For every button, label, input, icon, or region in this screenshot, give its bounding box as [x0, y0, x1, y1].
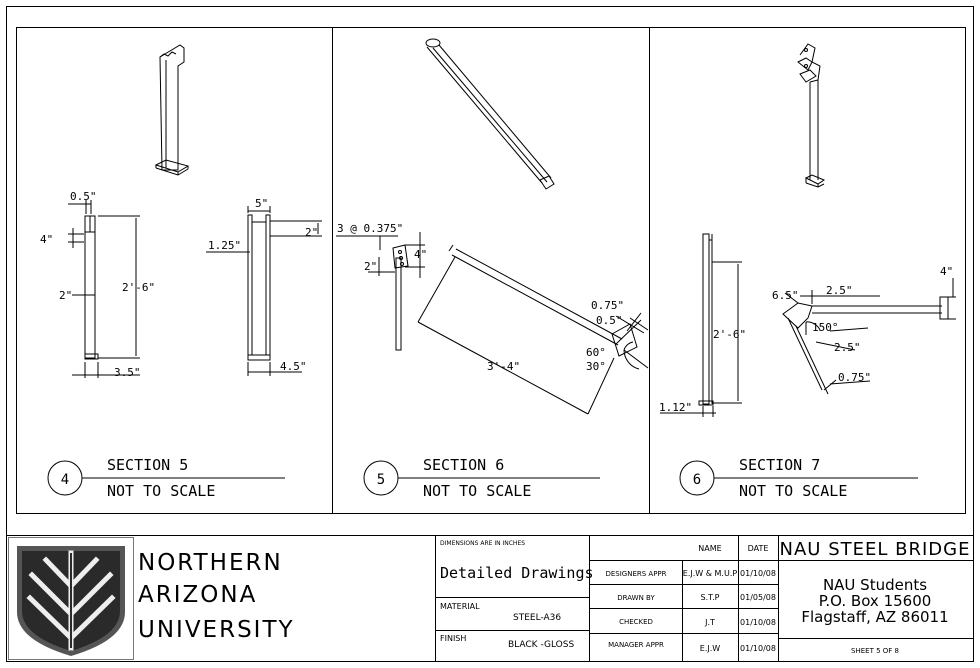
dim-label: 4" [940, 265, 953, 278]
section-title: SECTION 5 [107, 456, 188, 474]
dim-label: 2" [305, 226, 318, 239]
dim-label: 60° [586, 346, 606, 359]
dim-label: 6.5" [772, 289, 799, 302]
university-line: NORTHERN [138, 550, 283, 576]
diagonal-elevation [417, 244, 649, 415]
dim-label: 0.5" [70, 190, 97, 203]
material-value: STEEL-A36 [513, 613, 561, 623]
dim-label: 0.75" [591, 299, 624, 312]
title-block-text: NORTHERN ARIZONA UNIVERSITY DIMENSIONS A… [138, 539, 971, 655]
dim-label: 3 @ 0.375" [337, 222, 403, 235]
approval-role: DRAWN BY [617, 594, 655, 602]
sheet-number: SHEET 5 OF 8 [851, 647, 899, 655]
dim-label: 4.5" [280, 360, 307, 373]
section-panel-7 [660, 43, 956, 496]
dim-label: 2'-6" [713, 328, 746, 341]
section-panel-6 [336, 38, 649, 496]
dim-label: 150° [812, 321, 839, 334]
approval-date: 01/10/08 [740, 569, 776, 578]
drawing-frame [16, 27, 966, 514]
drawing-title: Detailed Drawings [440, 564, 594, 582]
elevation-post [660, 233, 742, 417]
university-line: ARIZONA [138, 582, 257, 608]
approval-date: 01/05/08 [740, 593, 776, 602]
column-header-date: DATE [748, 544, 769, 553]
bracket-detail [782, 278, 956, 395]
dim-label: 1.12" [659, 401, 692, 414]
approval-date: 01/10/08 [740, 618, 776, 627]
finish-label: FINISH [440, 634, 466, 643]
iso-diagonal [425, 38, 555, 190]
finish-value: BLACK -GLOSS [508, 640, 574, 650]
university-line: UNIVERSITY [138, 617, 295, 643]
section-title: SECTION 7 [739, 456, 820, 474]
approval-role: CHECKED [619, 618, 653, 626]
scale-note: NOT TO SCALE [423, 482, 531, 500]
address-line: Flagstaff, AZ 86011 [801, 608, 948, 626]
section-5-labels: 0.5" 4" 2" 2'-6" 3.5" 5" 2" 1.25" 4.5" 4… [40, 190, 318, 500]
dim-label: 2'-6" [122, 281, 155, 294]
dim-label: 0.75" [838, 371, 871, 384]
column-header-name: NAME [698, 544, 721, 553]
nau-shield-logo-icon [17, 546, 125, 656]
section-number: 6 [693, 472, 701, 488]
end-detail [336, 232, 425, 351]
dim-label: 3.5" [114, 366, 141, 379]
dim-label: 2" [59, 289, 72, 302]
address-line: NAU Students [823, 576, 927, 594]
approval-name: E.J.W & M.U.P [683, 569, 738, 578]
iso-bracket-post [797, 43, 826, 188]
dim-label: 3'-4" [487, 360, 520, 373]
dim-label: 4" [40, 233, 53, 246]
dim-label: 4" [414, 248, 427, 261]
dim-label: 0.5" [596, 314, 623, 327]
section-number: 5 [377, 472, 385, 488]
approval-role: DESIGNERS APPR [605, 570, 666, 578]
scale-note: NOT TO SCALE [107, 482, 215, 500]
outer-border [6, 6, 974, 662]
approval-date: 01/10/08 [740, 644, 776, 653]
section-number: 4 [61, 472, 69, 488]
address-line: P.O. Box 15600 [819, 592, 932, 610]
dim-label: 5" [255, 197, 268, 210]
dim-label: 30° [586, 360, 606, 373]
dim-label: 1.25" [208, 239, 241, 252]
front-elevation [68, 200, 140, 378]
approval-role: MANAGER APPR [608, 641, 664, 649]
dim-label: 2.5" [834, 341, 861, 354]
approval-name: J.T [704, 618, 715, 627]
side-elevation [206, 206, 322, 376]
section-title: SECTION 6 [423, 456, 504, 474]
section-7-labels: 4" 6.5" 2.5" 150° 2.5" 0.75" 2'-6" 1.12"… [659, 265, 953, 500]
iso-post [154, 44, 190, 176]
dim-label: 2.5" [826, 284, 853, 297]
scale-note: NOT TO SCALE [739, 482, 847, 500]
dim-label: 2" [364, 260, 377, 273]
section-panel-5 [47, 44, 322, 496]
approval-name: E.J.W [700, 644, 721, 653]
project-title: NAU STEEL BRIDGE [780, 539, 971, 560]
section-6-labels: 3 @ 0.375" 4" 2" 0.75" 0.5" 60° 30° 3'-4… [337, 222, 624, 500]
material-label: MATERIAL [440, 602, 480, 611]
approval-name: S.T.P [701, 593, 720, 602]
title-block [6, 535, 974, 662]
dimension-note: DIMENSIONS ARE IN INCHES [440, 540, 525, 547]
